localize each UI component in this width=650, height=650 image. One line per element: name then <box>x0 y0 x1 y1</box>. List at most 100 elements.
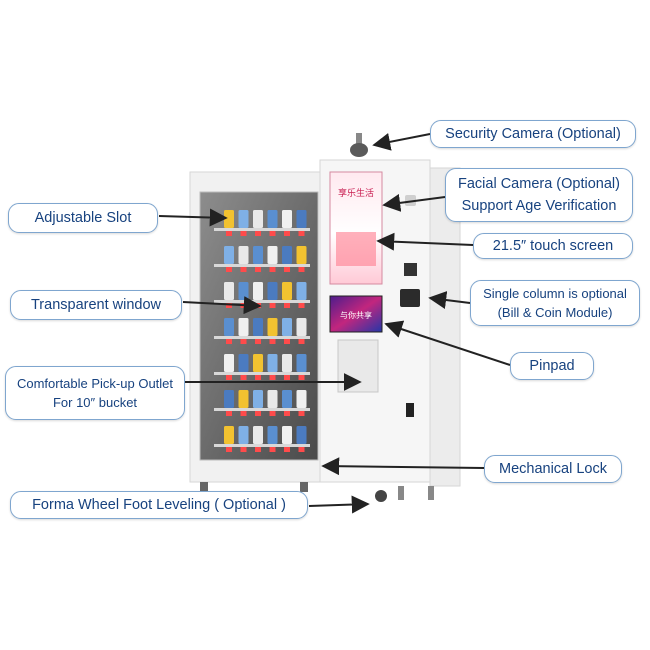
callout-pinpad-label: Pinpad <box>529 358 575 374</box>
spring-tag <box>284 267 290 272</box>
shelf <box>214 408 310 411</box>
spring-tag <box>255 411 261 416</box>
callout-arrows <box>158 133 511 514</box>
shelf <box>214 444 310 447</box>
vending-machine <box>189 159 461 487</box>
callout-touch-screen: 21.5″ touch screen <box>473 233 633 259</box>
product-item <box>238 318 249 336</box>
callout-adjustable-slot: Adjustable Slot <box>8 203 158 233</box>
spring-tag <box>298 447 305 452</box>
arrow-touch-screen <box>376 232 474 251</box>
callout-pickup-outlet: Comfortable Pick-up Outlet For 10″ bucke… <box>5 366 185 420</box>
product-item <box>267 246 278 264</box>
spring-tag <box>226 447 232 452</box>
shelf <box>214 228 310 231</box>
product-item <box>238 282 249 300</box>
callout-pinpad: Pinpad <box>510 352 594 380</box>
callout-mechanical-lock: Mechanical Lock <box>484 455 622 483</box>
spring-tag <box>269 375 276 380</box>
product-item <box>282 390 292 408</box>
product-item <box>238 390 249 408</box>
security-camera <box>350 133 368 157</box>
pickup-outlet <box>337 339 379 393</box>
spring-tag <box>226 267 232 272</box>
product-item <box>267 282 278 300</box>
product-shelves <box>214 210 310 452</box>
product-item <box>296 318 307 336</box>
pinpad-screen <box>329 295 383 333</box>
spring-tag <box>298 411 305 416</box>
spring-tag <box>298 231 305 236</box>
arrow-pinpad <box>384 320 511 366</box>
product-item <box>238 354 249 372</box>
poster-heading: 享乐生活 <box>338 187 374 199</box>
product-item <box>253 210 263 228</box>
product-item <box>253 426 263 444</box>
callout-pickup-outlet-label: Comfortable Pick-up Outlet <box>16 376 174 391</box>
arrow-transparent-window <box>182 296 262 315</box>
callout-single-column-label: Single column is optional <box>483 286 627 301</box>
spring-tag <box>298 267 305 272</box>
product-item <box>296 282 307 300</box>
spring-tag <box>226 375 232 380</box>
spring-tag <box>240 447 247 452</box>
product-item <box>282 426 292 444</box>
product-item <box>238 210 249 228</box>
product-item <box>224 354 234 372</box>
spring-tag <box>284 231 290 236</box>
callout-transparent-window-label: Transparent window <box>30 297 162 313</box>
spring-tag <box>255 231 261 236</box>
product-item <box>253 354 263 372</box>
poster-image <box>336 232 376 266</box>
product-item <box>267 354 278 372</box>
product-item <box>224 246 234 264</box>
arrow-single-column <box>428 291 471 309</box>
product-item <box>253 318 263 336</box>
spring-tag <box>284 411 290 416</box>
arrow-security-camera <box>372 133 431 151</box>
spring-tag <box>255 375 261 380</box>
spring-tag <box>269 339 276 344</box>
product-item <box>253 246 263 264</box>
spring-tag <box>298 303 305 308</box>
shelf <box>214 300 310 303</box>
spring-tag <box>284 375 290 380</box>
spring-tag <box>269 303 276 308</box>
product-item <box>267 210 278 228</box>
spring-tag <box>269 231 276 236</box>
spring-tag <box>240 411 247 416</box>
product-item <box>253 282 263 300</box>
product-item <box>282 282 292 300</box>
product-item <box>296 390 307 408</box>
product-item <box>224 210 234 228</box>
spring-tag <box>269 411 276 416</box>
product-item <box>253 390 263 408</box>
product-item <box>238 246 249 264</box>
spring-tag <box>240 375 247 380</box>
product-item <box>296 354 307 372</box>
callout-adjustable-slot-label: Adjustable Slot <box>34 210 132 226</box>
spring-tag <box>226 303 232 308</box>
spring-tag <box>284 303 290 308</box>
callout-age-verification-label: Support Age Verification <box>461 198 617 214</box>
callout-wheel-foot: Forma Wheel Foot Leveling ( Optional ) <box>10 491 308 519</box>
product-item <box>224 426 234 444</box>
arrow-wheel-foot <box>308 495 370 514</box>
shelf <box>214 372 310 375</box>
product-item <box>224 282 234 300</box>
coin-module <box>400 289 420 307</box>
bill-acceptor <box>404 263 417 276</box>
spring-tag <box>226 411 232 416</box>
callout-facial-camera-label: Facial Camera (Optional) <box>458 176 620 192</box>
callout-transparent-window: Transparent window <box>10 290 182 320</box>
wheel-feet <box>200 482 434 502</box>
spring-tag <box>240 339 247 344</box>
callout-touch-screen-label: 21.5″ touch screen <box>492 238 614 254</box>
product-item <box>224 390 234 408</box>
callout-bucket-label: For 10″ bucket <box>52 395 138 410</box>
product-item <box>267 426 278 444</box>
arrow-adjustable-slot <box>158 208 228 227</box>
callout-single-column: Single column is optional (Bill & Coin M… <box>470 280 640 326</box>
callout-security-camera-label: Security Camera (Optional) <box>445 126 621 142</box>
